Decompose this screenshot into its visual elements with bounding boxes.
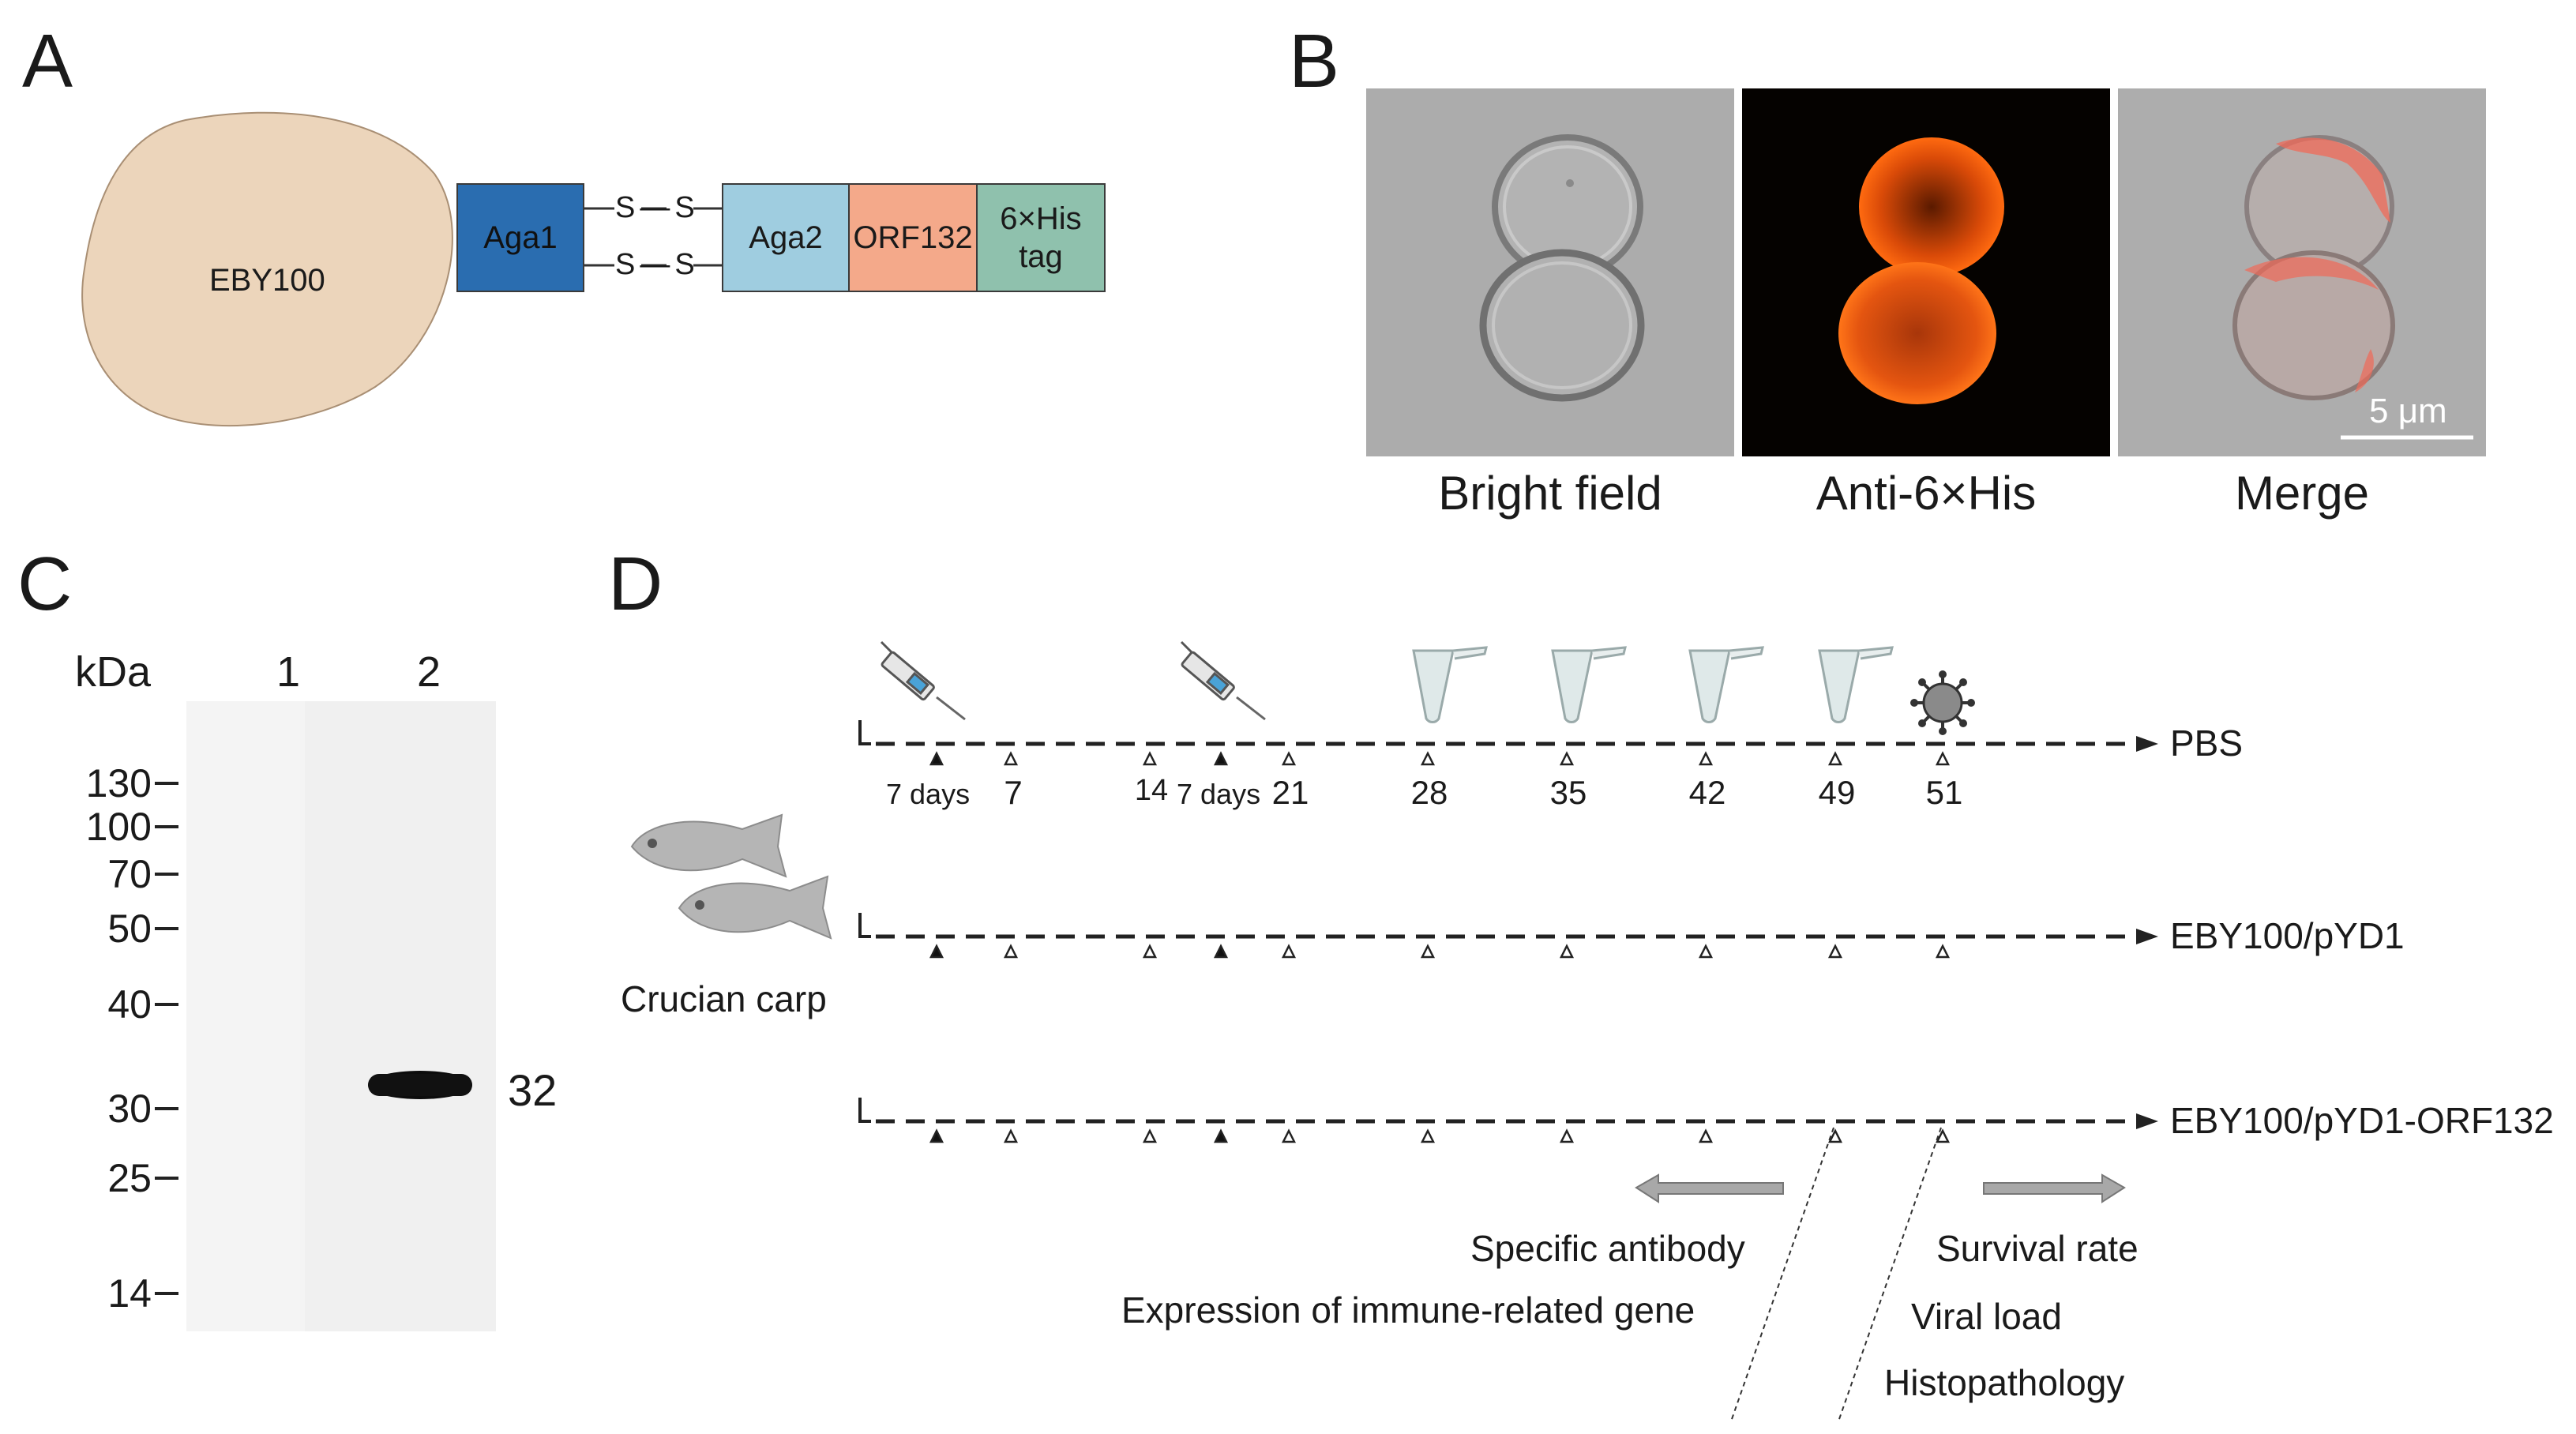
tube-icon-4 [1818,646,1894,723]
outcome-viral-load: Viral load [1911,1296,2062,1337]
group-eby100-pyd1: EBY100/pYD1 [2170,915,2405,956]
aga1-label: Aga1 [483,220,558,255]
band-size-label: 32 [508,1065,558,1115]
panel-a-letter: A [22,19,73,103]
day-42: 42 [1688,774,1726,811]
his-tag-box: 6×His tag [976,183,1106,292]
marker-40: 40 [107,982,152,1027]
interval-label-2: 7 days [1177,778,1261,810]
day-49: 49 [1818,774,1856,811]
his-tag-line1: 6×His [1000,201,1082,236]
marker-50: 50 [107,907,152,951]
panel-b-letter: B [1289,19,1340,103]
yeast-cell [81,111,453,427]
marker-100: 100 [85,805,152,849]
syringe-icon [880,640,966,721]
timeline-pbs [858,720,2158,752]
bright-field-image [1366,88,1734,456]
tube-icon [1412,646,1488,723]
merge-image: 5 μm [2118,88,2486,456]
lane-2-label: 2 [417,648,441,696]
his-tag-line2: tag [1019,239,1063,274]
lane-1-label: 1 [276,648,301,696]
cell-label: EBY100 [209,263,325,298]
aga1-box: Aga1 [456,183,584,292]
aga2-label: Aga2 [749,220,823,255]
merge-label: Merge [2234,467,2370,520]
day-28: 28 [1410,774,1448,811]
marker-130: 130 [85,761,152,805]
bright-field-label: Bright field [1438,467,1662,520]
tube-icon-2 [1551,646,1627,723]
anti-his-image [1742,88,2110,456]
interval-label-1: 7 days [886,778,971,810]
tube-icon-3 [1688,646,1764,723]
scale-bar-label: 5 μm [2369,392,2447,430]
disulfide-bonds [584,207,723,267]
day-7: 7 [1004,774,1023,811]
outcome-histopathology: Histopathology [1884,1362,2125,1403]
anti-his-label: Anti-6×His [1816,467,2037,520]
outcome-immune-gene: Expression of immune-related gene [1121,1289,1695,1331]
orf132-box: ORF132 [848,183,978,292]
panel-c-letter: C [17,542,73,626]
marker-14: 14 [107,1271,152,1316]
aga2-box: Aga2 [722,183,850,292]
fish-label: Crucian carp [621,978,827,1019]
disulfide-top-label: S—S [615,191,700,224]
group-pbs: PBS [2170,723,2244,764]
group-eby100-pyd1-orf132: EBY100/pYD1-ORF132 [2170,1100,2554,1141]
marker-ticks [155,782,178,1295]
day-21: 21 [1271,774,1309,811]
marker-70: 70 [107,852,152,896]
western-blot [186,701,496,1331]
panel-d-letter: D [608,542,663,626]
outcome-specific-antibody: Specific antibody [1470,1228,1745,1269]
timeline-orf132 [858,1098,2158,1129]
outcome-arrows [1635,1127,2126,1422]
kda-label: kDa [75,648,152,696]
timeline-pyd1 [858,913,2158,944]
day-35: 35 [1549,774,1587,811]
day-51: 51 [1925,774,1963,811]
marker-25: 25 [107,1156,152,1200]
syringe-icon-2 [1180,640,1266,721]
marker-30: 30 [107,1087,152,1131]
orf132-label: ORF132 [853,220,973,255]
virus-icon [1910,670,1975,735]
day-14: 14 [1134,774,1169,807]
fish-icon [630,813,832,940]
disulfide-bottom-label: S—S [615,248,700,281]
timepoint-markers [929,751,1951,1143]
outcome-survival-rate: Survival rate [1936,1228,2139,1269]
